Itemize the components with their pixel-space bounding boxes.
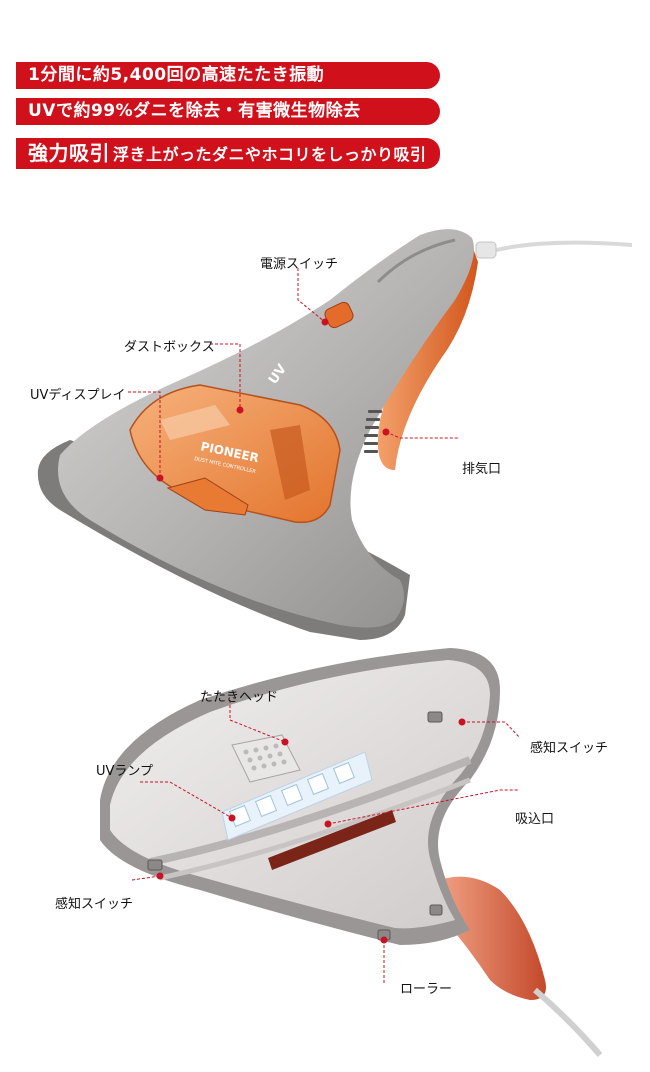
feature-banner-suction: 強力吸引浮き上がったダニやホコリをしっかり吸引: [16, 138, 440, 169]
label-uv-lamp: UVランプ: [96, 764, 154, 779]
label-power-switch: 電源スイッチ: [260, 257, 339, 272]
label-sensor-switch-right: 感知スイッチ: [530, 741, 609, 756]
label-roller: ローラー: [400, 982, 453, 997]
label-tapping-head: たたきヘッド: [200, 690, 279, 705]
label-intake: 吸込口: [515, 812, 555, 827]
feature-banner-vibration: 1分間に約5,400回の高速たたき振動: [16, 62, 440, 89]
uv-lamp-panel: [221, 751, 373, 841]
label-exhaust: 排気口: [462, 462, 502, 477]
tapping-head: [231, 734, 301, 783]
device-top-view: UV PIONEER DUST MITE CONTROLLER: [37, 229, 633, 640]
label-dust-box: ダストボックス: [124, 340, 215, 355]
device-bottom-view: [100, 648, 603, 1057]
banner-text: 浮き上がったダニやホコリをしっかり吸引: [113, 145, 427, 164]
banner-text: 1分間に約5,400回の高速たたき振動: [28, 65, 325, 85]
leader-lines: [128, 268, 521, 985]
leader-dots: [156, 318, 466, 944]
label-uv-display: UVディスプレイ: [30, 388, 126, 403]
feature-banner-uv: UVで約99%ダニを除去・有害微生物除去: [16, 98, 440, 125]
label-sensor-switch-left: 感知スイッチ: [55, 897, 134, 912]
banner-text: UVで約99%ダニを除去・有害微生物除去: [28, 101, 361, 121]
banner-highlight: 強力吸引: [28, 141, 110, 165]
